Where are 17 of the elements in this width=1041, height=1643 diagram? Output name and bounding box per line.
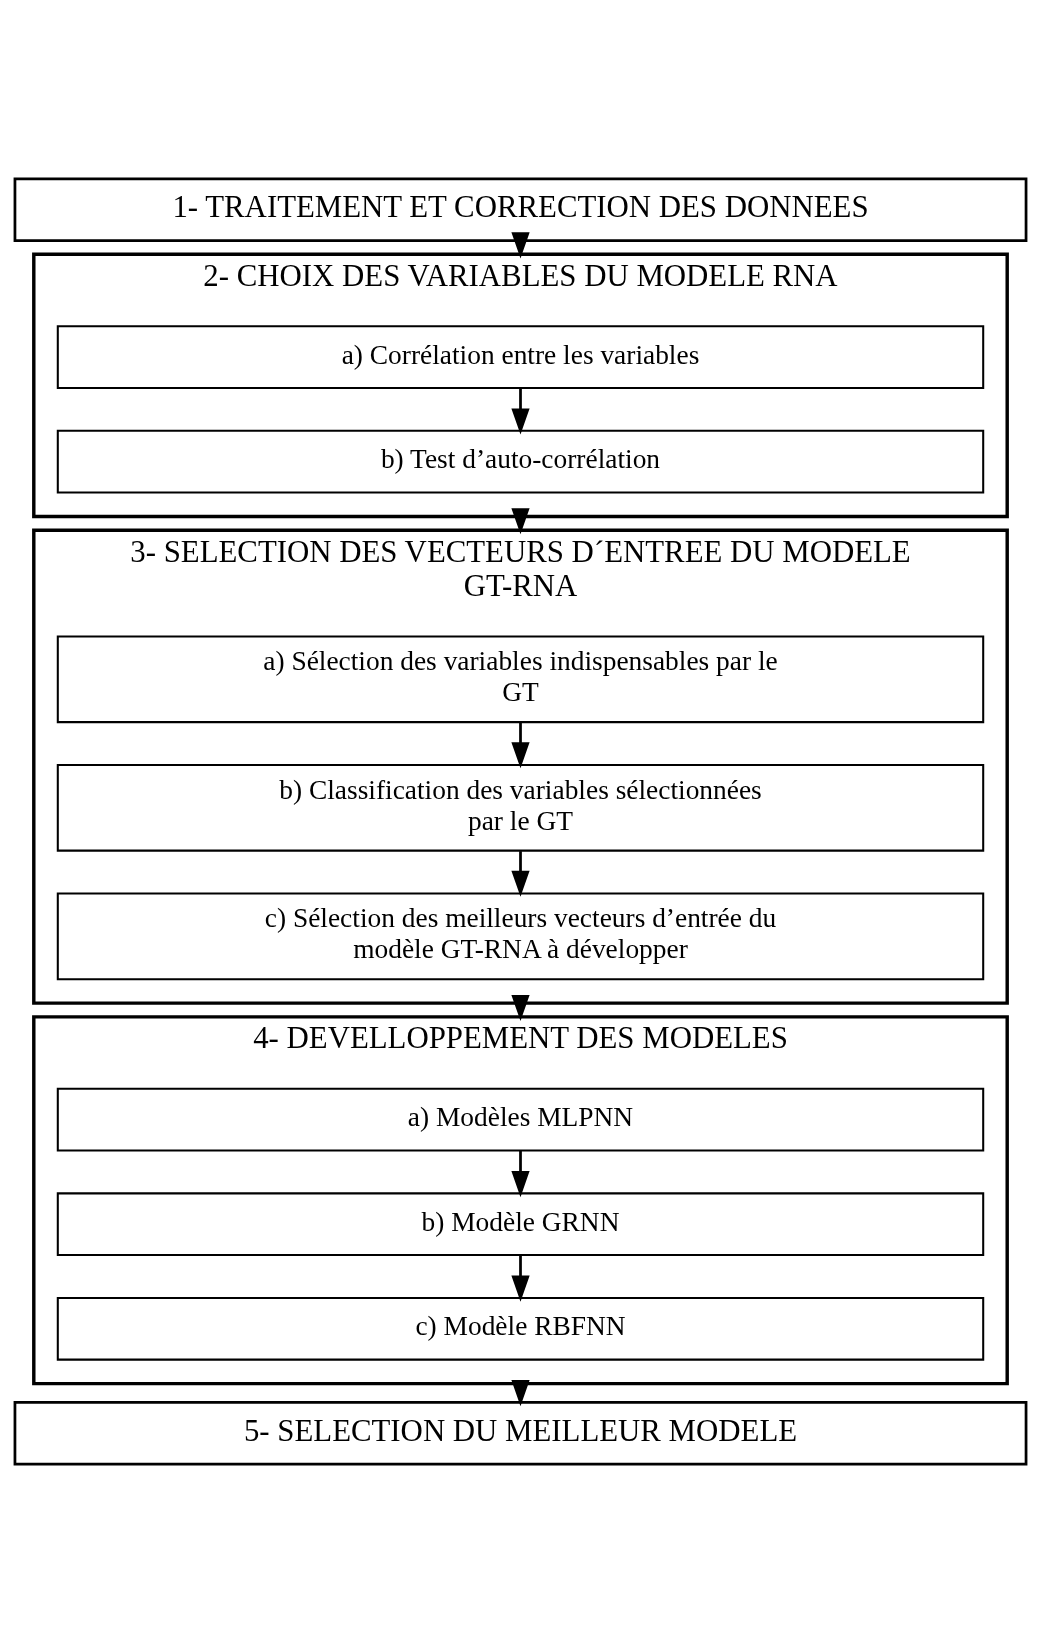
arrow: [511, 722, 530, 769]
node-box: c) Modèle RBFNN: [56, 1296, 985, 1361]
arrow: [511, 851, 530, 897]
node-box: a) Corrélation entre les variables: [56, 325, 985, 389]
node-box: 5- SELECTION DU MEILLEUR MODELE: [13, 1401, 1028, 1466]
arrow: [511, 232, 530, 259]
arrow: [511, 1255, 530, 1302]
arrow: [511, 508, 530, 535]
node-box: b) Classification des variables sélectionnées par le GT: [56, 763, 985, 852]
node-box: c) Sélection des meilleurs vecteurs d’entrée du modèle GT-RNA à développer: [56, 892, 985, 981]
arrow: [511, 994, 530, 1021]
arrow: [511, 1150, 530, 1198]
node-box: b) Test d’auto-corrélation: [56, 429, 985, 494]
arrow: [511, 388, 530, 435]
node-box: b) Modèle GRNN: [56, 1192, 985, 1257]
node-box: a) Modèles MLPNN: [56, 1087, 985, 1152]
node-box: a) Sélection des variables indispensables par le GT: [56, 635, 985, 724]
